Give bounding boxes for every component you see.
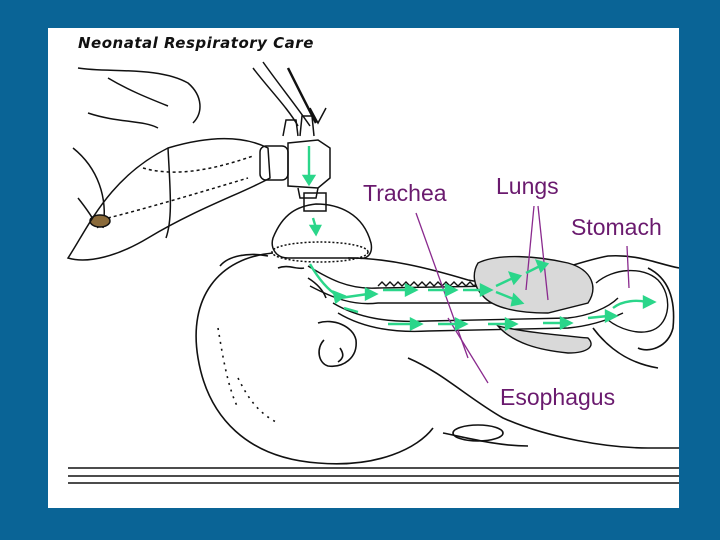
- face-mask: [272, 204, 371, 262]
- esophagus-label: Esophagus: [500, 384, 615, 411]
- lungs-label: Lungs: [496, 173, 559, 200]
- infant-outline: [196, 253, 679, 464]
- resuscitation-bag: [68, 139, 270, 260]
- anatomy-illustration: [48, 28, 679, 508]
- trachea-label: Trachea: [363, 180, 447, 207]
- table-surface: [68, 468, 679, 483]
- lungs-structure: [474, 257, 593, 353]
- slide-panel: Neonatal Respiratory Care: [48, 28, 679, 508]
- hand-drawing: [73, 68, 200, 228]
- stomach-label: Stomach: [571, 214, 662, 241]
- valve-connector: [253, 62, 330, 211]
